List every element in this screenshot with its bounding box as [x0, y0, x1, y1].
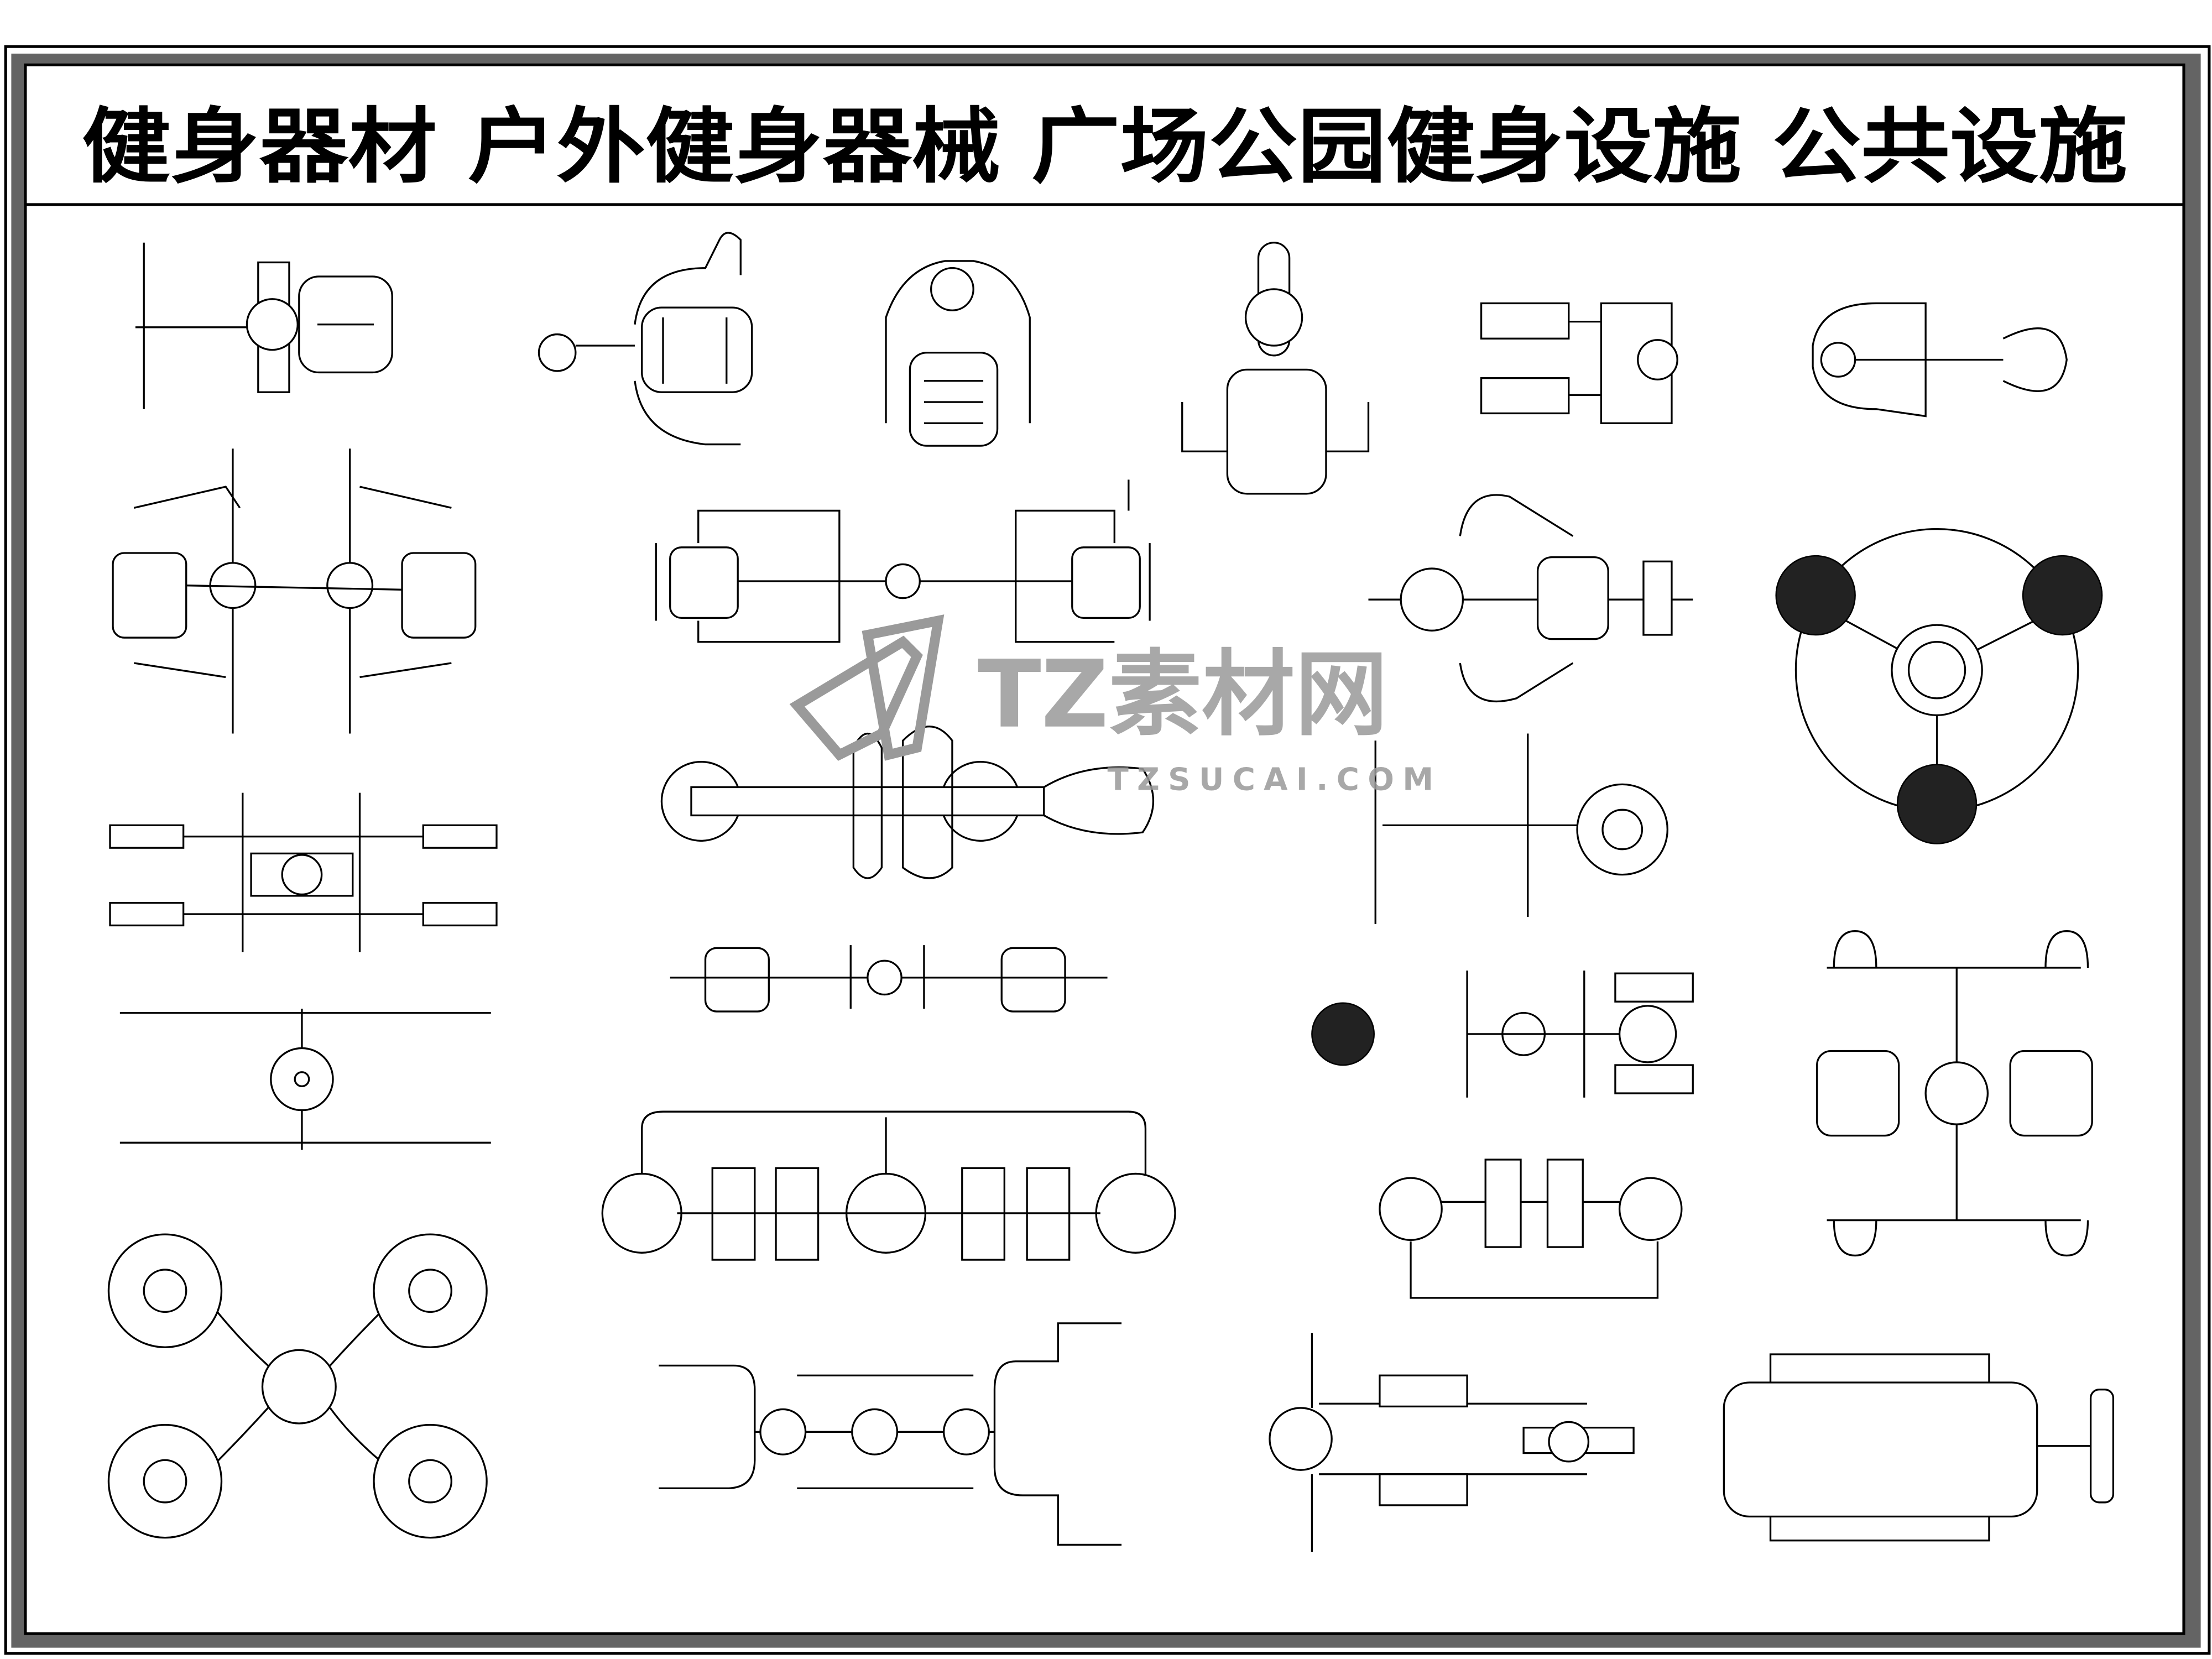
equipment-triple-waist-twister-rails: [659, 1322, 1122, 1546]
equipment-double-rowing-machine: [655, 479, 1151, 643]
equipment-rider: [1812, 302, 2068, 418]
equipment-double-bike: [670, 945, 1108, 1013]
equipment-double-walker: [109, 792, 498, 952]
equipment-arm-rotator: [1368, 494, 1693, 703]
equipment-waist-back-massager: [660, 726, 1155, 879]
equipment-pedal-ball: [1311, 1002, 1375, 1066]
equipment-bench: [1723, 1353, 2115, 1542]
equipment-twin-stepper: [1379, 1159, 1683, 1299]
watermark-logo-icon: [789, 614, 945, 761]
equipment-chest-press: [538, 232, 753, 446]
watermark: TZ素材网 TZSUCAI.COM: [789, 614, 1442, 798]
equipment-four-seat-twister: [107, 1233, 488, 1539]
equipment-three-seat-waist-twister: [1775, 528, 2103, 844]
outer-border: [4, 45, 2211, 1655]
sheet-title: 健身器材 户外健身器械 广场公园健身设施 公共设施: [82, 99, 2127, 194]
equipment-pull-up-bar: [1374, 733, 1668, 924]
watermark-url: TZSUCAI.COM: [1108, 762, 1442, 798]
equipment-shoulder-press: [885, 260, 1031, 447]
equipment-horizontal-bar: [119, 1008, 491, 1150]
equipment-seated-push: [135, 242, 393, 409]
equipment-sit-up-board: [1466, 971, 1694, 1098]
equipment-double-leg-stretcher: [1269, 1333, 1635, 1552]
equipment-back-press: [1181, 242, 1370, 495]
equipment-double-seated-rower: [112, 448, 477, 734]
equipment-double-chair-lift: [1816, 930, 2093, 1257]
equipment-triple-twister: [601, 1110, 1176, 1261]
equipment-leg-press: [1480, 302, 1678, 424]
watermark-brand: TZ素材网: [978, 640, 1388, 749]
